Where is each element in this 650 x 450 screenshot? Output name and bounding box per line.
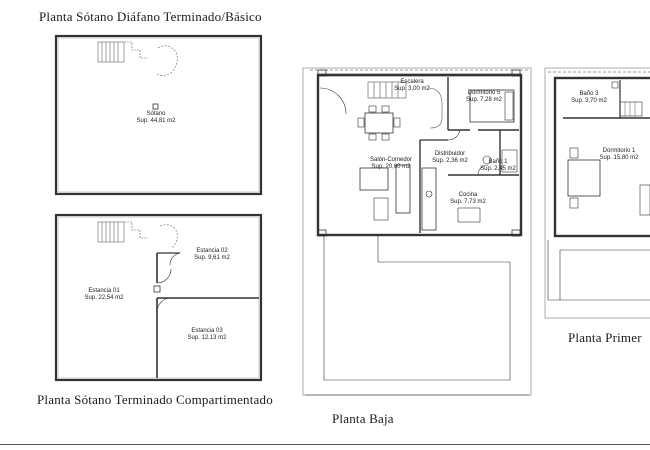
room-name: Escalera: [400, 79, 424, 85]
stair-sotano: [97, 41, 178, 76]
room-name: Dormitorio 5: [467, 90, 501, 96]
room-area: Sup. 15,80 m2: [599, 155, 639, 161]
room-name: Sótano: [146, 111, 166, 117]
title-sotano-diafano: Planta Sótano Diáfano Terminado/Básico: [39, 9, 262, 24]
room-label-distribuidor: Distribuidor Sup. 2,36 m2: [432, 151, 468, 165]
room-name: Baño 1: [488, 159, 508, 165]
room-area: Sup. 22,54 m2: [84, 295, 124, 301]
bottom-rule: [0, 444, 650, 445]
room-name: Salón-Comedor: [369, 157, 413, 163]
plan-sotano-compartimentado: [54, 213, 263, 382]
room-name: Cocina: [458, 192, 478, 198]
room-area: Sup. 44,81 m2: [136, 118, 176, 124]
stair-compartimentado: [97, 221, 178, 249]
room-name: Estancia 03: [191, 328, 223, 334]
plan-planta-primera: [544, 67, 650, 319]
room-area: Sup. 9,61 m2: [194, 255, 230, 261]
room-label-estancia02: Estancia 02 Sup. 9,61 m2: [194, 248, 230, 262]
room-label-estancia01: Estancia 01 Sup. 22,54 m2: [84, 288, 123, 302]
room-label-cocina: Cocina Sup. 7,73 m2: [450, 192, 486, 206]
title-planta-baja: Planta Baja: [332, 411, 394, 426]
room-label-salon: Salón-Comedor Sup. 20,60 m2: [370, 157, 412, 171]
room-label-bano3: Baño 3 Sup. 3,70 m2: [571, 91, 607, 105]
room-area: Sup. 3,70 m2: [571, 98, 607, 104]
room-area: Sup. 7,28 m2: [466, 97, 502, 103]
title-planta-primera: Planta Primer: [568, 330, 642, 345]
room-name: Estancia 01: [88, 288, 120, 294]
room-name: Estancia 02: [196, 248, 228, 254]
title-sotano-compartimentado: Planta Sótano Terminado Compartimentado: [37, 392, 273, 407]
room-label-dormitorio1: Dormitorio 1 Sup. 15,80 m2: [599, 148, 638, 162]
room-area: Sup. 2,45 m2: [480, 166, 516, 172]
room-name: Dormitorio 1: [602, 148, 636, 154]
room-area: Sup. 3,00 m2: [394, 86, 430, 92]
room-area: Sup. 12,13 m2: [187, 335, 227, 341]
room-label-sotano: Sótano Sup. 44,81 m2: [136, 111, 175, 125]
room-label-estancia03: Estancia 03 Sup. 12,13 m2: [187, 328, 226, 342]
room-name: Baño 3: [579, 91, 599, 97]
room-label-escalera: Escalera Sup. 3,00 m2: [394, 79, 430, 93]
room-area: Sup. 7,73 m2: [450, 199, 486, 205]
room-name: Distribuidor: [434, 151, 466, 157]
room-label-bano1: Baño 1 Sup. 2,45 m2: [480, 159, 516, 173]
room-label-dormitorio5: Dormitorio 5 Sup. 7,28 m2: [466, 90, 502, 104]
room-area: Sup. 2,36 m2: [432, 158, 468, 164]
plan-sotano-diafano: [54, 34, 263, 196]
plan-planta-baja: [302, 67, 532, 396]
room-area: Sup. 20,60 m2: [371, 164, 411, 170]
